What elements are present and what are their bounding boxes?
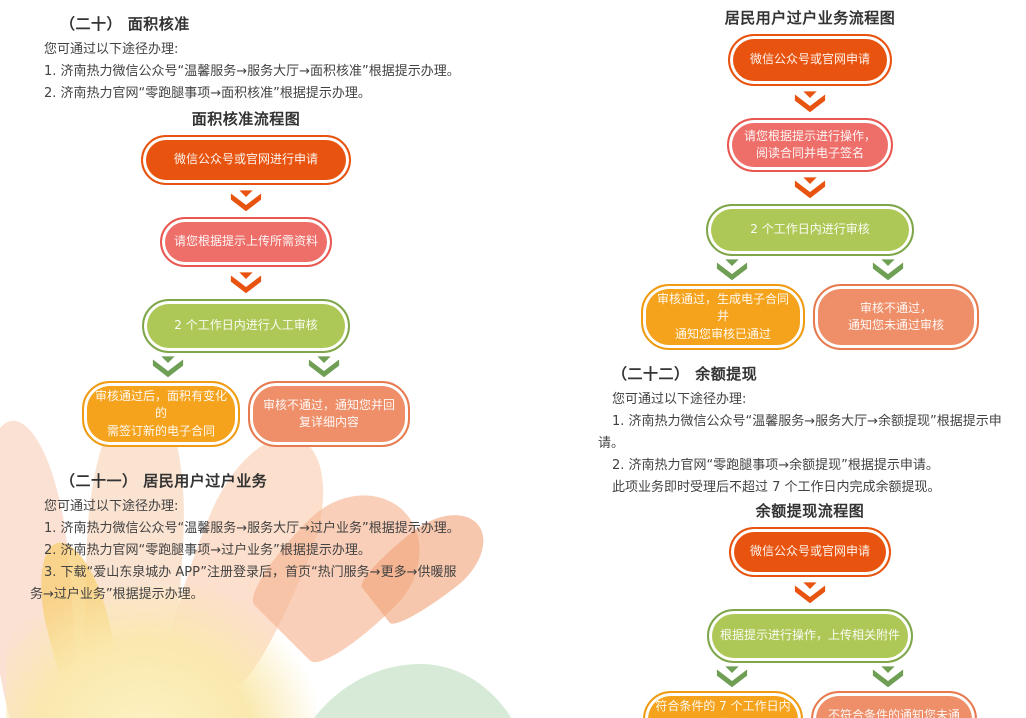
flow-node-label: 微信公众号或官网申请 <box>749 544 870 559</box>
flow-result-row: 审核通过，生成电子合同并 通知您审核已通过 审核不通过， 通知您未通过审核 <box>641 284 979 351</box>
arrow-down-icon <box>716 259 748 281</box>
flowchart-title: 居民用户过户业务流程图 <box>724 9 896 27</box>
section-20-intro: 您可通过以下途径办理: <box>44 42 179 57</box>
arrow-down-icon <box>794 91 826 113</box>
section-21-heading: （二十一） 居民用户过户业务 <box>60 472 268 491</box>
section-21-item-3: 3. 下载“爱山东泉城办 APP”注册登录后，首页“热门服务→更多→供暖服务→过… <box>30 565 457 603</box>
flow-result-row: 符合条件的 7 个工作日内将 费用退至您的银行卡内 不符合条件的通知您未通 过审… <box>643 691 977 718</box>
arrow-down-icon <box>152 356 184 378</box>
section-22-item-2: 2. 济南热力官网“零跑腿事项→余额提现”根据提示申请。 <box>612 458 939 474</box>
section-22-heading: （二十二） 余额提现 <box>612 365 758 384</box>
flow-node-label: 请您根据提示上传所需资料 <box>173 234 318 249</box>
flow-node-label: 微信公众号或官网进行申请 <box>173 152 318 167</box>
flow-node-sign: 请您根据提示进行操作， 阅读合同并电子签名 <box>727 118 893 172</box>
flow-result-row: 审核通过后，面积有变化的 需签订新的电子合同 审核不通过，通知您并回 复详细内容 <box>82 381 410 448</box>
flow-node-review: 2 个工作日内进行审核 <box>706 204 914 256</box>
flow-node-label: 审核不通过， 通知您未通过审核 <box>847 300 944 333</box>
arrow-down-icon <box>872 259 904 281</box>
flow-node-apply: 微信公众号或官网申请 <box>729 527 891 578</box>
flow-node-approved: 审核通过，生成电子合同并 通知您审核已通过 <box>641 284 805 351</box>
flow-node-upload: 根据提示进行操作，上传相关附件 <box>707 609 913 664</box>
flow-node-apply: 微信公众号或官网进行申请 <box>141 135 351 185</box>
section-21-intro: 您可通过以下途径办理: <box>44 499 179 515</box>
petal-shape-mint <box>282 664 534 718</box>
section-22-note: 此项业务即时受理后不超过 7 个工作日内完成余额提现。 <box>612 480 941 496</box>
flow-node-approved: 符合条件的 7 个工作日内将 费用退至您的银行卡内 <box>643 691 803 718</box>
flow-node-label: 2 个工作日内进行人工审核 <box>174 318 318 333</box>
flowchart-title: 面积核准流程图 <box>191 110 301 128</box>
flowchart-area-verification: 面积核准流程图 微信公众号或官网进行申请 请您根据提示上传所需资料 2 个工作日… <box>30 109 462 448</box>
arrow-down-icon <box>794 177 826 199</box>
arrow-down-icon <box>716 666 748 688</box>
flow-node-label: 审核通过后，面积有变化的 需签订新的电子合同 <box>94 389 227 438</box>
flow-node-review: 2 个工作日内进行人工审核 <box>142 299 350 353</box>
right-column: 居民用户过户业务流程图 微信公众号或官网申请 请您根据提示进行操作， 阅读合同并… <box>598 8 1022 718</box>
split-arrows <box>714 665 906 689</box>
section-21-item-2: 2. 济南热力官网“零跑腿事项→过户业务”根据提示办理。 <box>44 543 371 559</box>
section-22-intro: 您可通过以下途径办理: <box>612 392 747 408</box>
flow-node-label: 请您根据提示进行操作， 阅读合同并电子签名 <box>743 128 876 160</box>
split-arrows <box>150 355 342 379</box>
flowchart-transfer: 居民用户过户业务流程图 微信公众号或官网申请 请您根据提示进行操作， 阅读合同并… <box>598 8 1022 351</box>
flow-node-apply: 微信公众号或官网申请 <box>728 34 892 86</box>
arrow-down-icon <box>794 582 826 604</box>
flow-node-upload: 请您根据提示上传所需资料 <box>160 217 332 267</box>
section-20-heading: （二十） 面积核准 <box>60 15 190 33</box>
flowchart-title: 余额提现流程图 <box>755 502 865 521</box>
section-22-item-1: 1. 济南热力微信公众号“温馨服务→服务大厅→余额提现”根据提示申请。 <box>598 414 1002 452</box>
flow-node-label: 2 个工作日内进行审核 <box>750 222 870 237</box>
flow-node-label: 审核不通过，通知您并回 复详细内容 <box>262 397 395 430</box>
flow-node-label: 符合条件的 7 个工作日内将 费用退至您的银行卡内 <box>655 699 791 718</box>
split-arrows <box>714 258 906 282</box>
section-21-item-1: 1. 济南热力微信公众号“温馨服务→服务大厅→过户业务”根据提示办理。 <box>44 521 460 537</box>
section-20-item-2: 2. 济南热力官网“零跑腿事项→面积核准”根据提示办理。 <box>44 86 371 101</box>
arrow-down-icon <box>872 666 904 688</box>
flow-node-label: 根据提示进行操作，上传相关附件 <box>719 628 900 643</box>
flow-node-rejected: 审核不通过，通知您并回 复详细内容 <box>248 381 410 448</box>
section-20-item-1: 1. 济南热力微信公众号“温馨服务→服务大厅→面积核准”根据提示办理。 <box>44 64 460 79</box>
flow-node-rejected: 审核不通过， 通知您未通过审核 <box>813 284 979 351</box>
flow-node-label: 微信公众号或官网申请 <box>749 52 870 67</box>
arrow-down-icon <box>308 356 340 378</box>
flow-node-label: 不符合条件的通知您未通 过审核 <box>827 707 960 718</box>
flow-node-label: 审核通过，生成电子合同并 通知您审核已通过 <box>656 292 789 341</box>
left-column: （二十） 面积核准 您可通过以下途径办理: 1. 济南热力微信公众号“温馨服务→… <box>30 14 462 606</box>
flowchart-balance-withdrawal: 余额提现流程图 微信公众号或官网申请 根据提示进行操作，上传相关附件 <box>598 501 1022 718</box>
arrow-down-icon <box>230 272 262 294</box>
arrow-down-icon <box>230 190 262 212</box>
flow-node-rejected: 不符合条件的通知您未通 过审核 <box>811 691 977 718</box>
flow-node-approved: 审核通过后，面积有变化的 需签订新的电子合同 <box>82 381 240 448</box>
